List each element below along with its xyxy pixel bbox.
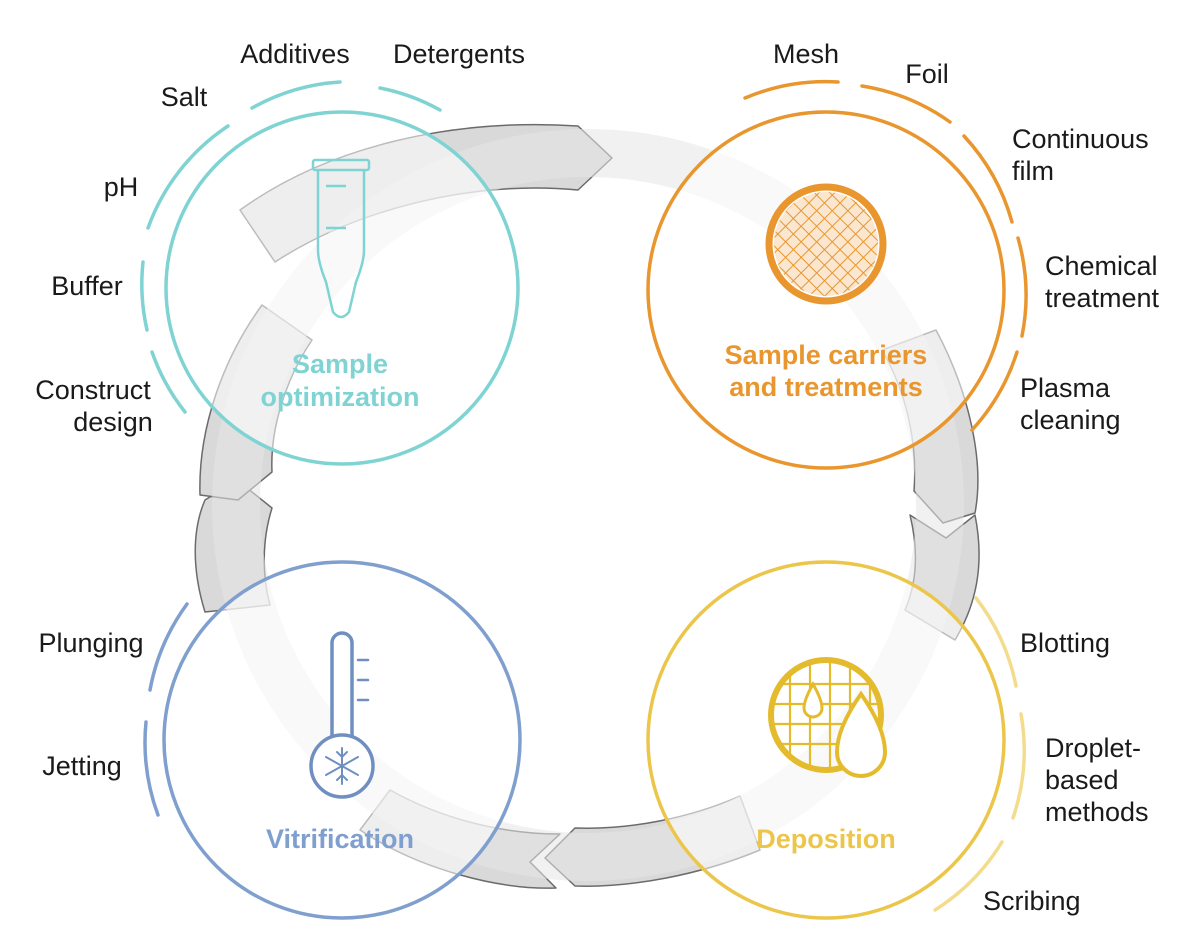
optimization-title-line1: Sample [292,349,388,379]
option-droplet-based-methods-line2: based [1045,765,1119,795]
option-chemical-treatment-line2: treatment [1045,283,1160,313]
thermometer-snowflake-icon [309,631,375,799]
carriers-title-line2: and treatments [729,372,923,402]
option-chemical-treatment-line1: Chemical [1045,251,1158,281]
large-droplet-icon [834,690,888,778]
vitrification-option-arcs [143,602,189,817]
stage-vitrification: Vitrification Plunging Jetting [38,560,522,920]
option-plasma-cleaning-line2: cleaning [1020,405,1121,435]
option-jetting: Jetting [42,751,122,781]
small-droplet-icon [802,680,824,719]
option-droplet-based-methods-line1: Droplet- [1045,733,1141,763]
optimization-circle [164,110,520,466]
grid-mesh-icon [765,183,887,305]
option-construct-design-line1: Construct [35,375,151,405]
deposition-option-arcs [933,596,1026,912]
option-continuous-film-line2: film [1012,156,1054,186]
deposition-circle [646,560,1006,920]
option-salt: Salt [161,82,208,112]
optimization-option-arcs [140,80,442,414]
option-foil: Foil [905,59,949,89]
deposition-title: Deposition [756,824,896,854]
option-plunging: Plunging [38,628,143,658]
option-blotting: Blotting [1020,628,1110,658]
option-additives: Additives [240,39,350,69]
optimization-title-line2: optimization [261,382,420,412]
grid-droplet-icon [768,657,888,778]
option-mesh: Mesh [773,39,839,69]
carriers-title-line1: Sample carriers [725,340,928,370]
option-construct-design-line2: design [73,407,153,437]
option-buffer: Buffer [51,271,123,301]
option-detergents: Detergents [393,39,525,69]
stage-sample-carriers: Sample carriers and treatments Mesh Foil… [646,39,1160,470]
option-continuous-film-line1: Continuous [1012,124,1149,154]
snowflake-icon [325,747,359,785]
cycle-inner-ring [212,129,964,881]
carriers-option-arcs [743,79,1028,432]
option-scribing: Scribing [983,886,1081,916]
option-droplet-based-methods-line3: methods [1045,797,1149,827]
stage-sample-optimization: Sample optimization Additives Detergents… [35,39,525,466]
microcentrifuge-tube-icon [311,158,371,319]
option-ph: pH [104,172,139,202]
option-plasma-cleaning-line1: Plasma [1020,373,1111,403]
vitrification-title: Vitrification [266,824,414,854]
stage-deposition: Deposition Blotting Droplet- based metho… [646,560,1149,920]
